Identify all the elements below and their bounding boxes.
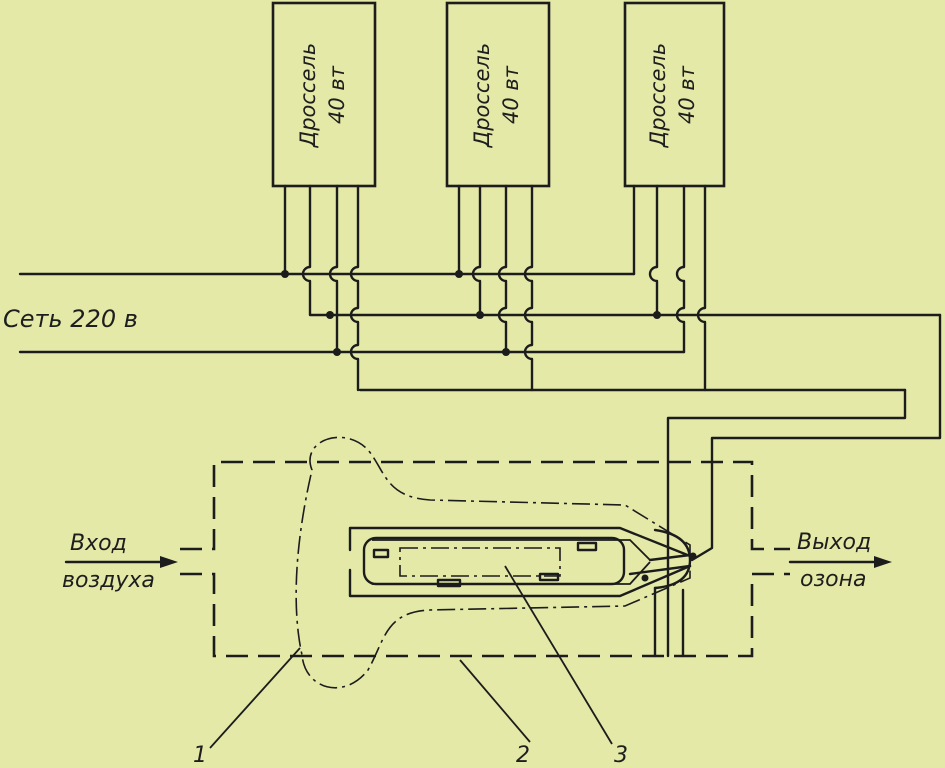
choke-1-power: 40 вт xyxy=(325,65,349,124)
outlet-arrow-icon xyxy=(874,556,892,568)
inlet-label-line2: воздуха xyxy=(62,568,155,593)
choke-2: Дроссель 40 вт xyxy=(445,1,551,188)
callout-leader-1 xyxy=(209,647,301,749)
lead xyxy=(471,184,482,317)
filament xyxy=(576,541,598,552)
choke-1: Дроссель 40 вт xyxy=(271,1,377,188)
lead xyxy=(675,184,686,354)
enclosure-top xyxy=(180,460,790,551)
callout-leader-2 xyxy=(459,659,531,743)
outlet-label-line2: озона xyxy=(800,567,866,592)
lead xyxy=(301,184,332,317)
lead xyxy=(696,184,707,392)
callouts: 1 2 3 xyxy=(193,565,628,768)
electrode-lower xyxy=(348,564,692,598)
electrode-upper xyxy=(348,526,692,558)
lead xyxy=(497,184,508,354)
callout-3: 3 xyxy=(614,743,628,768)
callout-2: 2 xyxy=(516,743,530,768)
inlet-arrow-icon xyxy=(160,556,178,568)
junction-dot xyxy=(653,311,661,319)
choke-1-box xyxy=(271,1,377,188)
junction-dot xyxy=(281,270,289,278)
choke-2-power: 40 вт xyxy=(499,65,523,124)
wire xyxy=(372,539,651,561)
wire xyxy=(648,553,692,562)
choke-3-leads xyxy=(632,184,707,392)
choke-2-leads xyxy=(457,184,534,392)
air-inlet: Вход воздуха xyxy=(62,531,178,593)
choke-3: Дроссель 40 вт xyxy=(623,1,726,188)
junction-dot xyxy=(476,311,484,319)
enclosure-bottom xyxy=(180,572,790,658)
filament xyxy=(436,578,462,588)
lead xyxy=(349,184,360,392)
hv-lead-inner xyxy=(666,388,907,658)
socket-cap xyxy=(653,528,692,590)
junction-dot xyxy=(455,270,463,278)
junction-dots xyxy=(281,270,661,356)
junction-dot xyxy=(502,348,510,356)
inlet-label-line1: Вход xyxy=(70,531,127,556)
terminal-dot xyxy=(641,574,649,582)
uv-lamp-tube xyxy=(362,536,626,586)
lead xyxy=(328,184,339,354)
ozone-outlet: Выход озона xyxy=(788,530,892,592)
choke-1-title: Дроссель xyxy=(296,43,320,148)
choke-1-leads xyxy=(283,184,360,392)
terminal-dot xyxy=(689,552,697,560)
filament xyxy=(538,572,560,582)
mains-bus xyxy=(18,272,942,658)
mains-label: Сеть 220 в xyxy=(3,305,138,333)
callout-leader-3 xyxy=(504,565,613,745)
callout-1: 1 xyxy=(193,743,207,768)
lead xyxy=(648,184,659,317)
choke-2-title: Дроссель xyxy=(470,43,494,148)
filament xyxy=(372,548,390,559)
lamp-bulb-outline xyxy=(295,436,691,689)
enclosure xyxy=(180,460,790,658)
choke-3-box xyxy=(623,1,726,188)
choke-3-power: 40 вт xyxy=(675,65,699,124)
choke-2-box xyxy=(445,1,551,188)
lead xyxy=(523,184,534,392)
junction-dot xyxy=(326,311,334,319)
hv-lead-outer xyxy=(690,313,942,562)
choke-3-title: Дроссель xyxy=(646,43,670,148)
junction-dot xyxy=(333,348,341,356)
wire xyxy=(372,561,651,585)
wire xyxy=(628,564,692,576)
lamp-inner-discharge xyxy=(399,547,561,577)
outlet-label-line1: Выход xyxy=(797,530,871,555)
lamp-assembly xyxy=(348,526,697,658)
